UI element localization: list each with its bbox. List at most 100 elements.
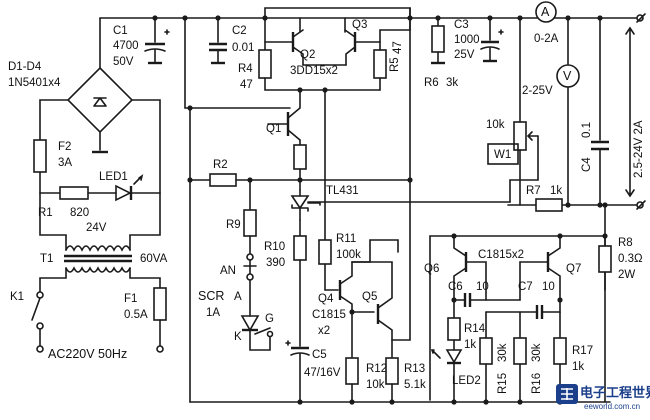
r10-label: R10 bbox=[264, 241, 285, 253]
r13-label: R13 bbox=[404, 363, 425, 375]
c5-label: C5 bbox=[312, 349, 327, 361]
button-an bbox=[243, 253, 257, 281]
led1-label: LED1 bbox=[99, 171, 128, 183]
positive-rail bbox=[99, 17, 639, 109]
f2-value: 3A bbox=[58, 157, 72, 169]
watermark bbox=[556, 384, 578, 404]
resistor-r5 bbox=[373, 41, 387, 91]
r7-label: R7 bbox=[526, 185, 541, 197]
voltmeter bbox=[556, 17, 580, 206]
q6-label: Q6 bbox=[424, 263, 439, 275]
f1-label: F1 bbox=[124, 293, 137, 305]
resistor-r1 bbox=[59, 186, 117, 200]
negative-rail bbox=[189, 107, 611, 403]
ammeter bbox=[535, 1, 557, 23]
secondary-left-wire bbox=[39, 192, 67, 251]
r8-wattage: 2W bbox=[618, 269, 635, 281]
capacitor-c7 bbox=[485, 299, 561, 319]
r6-label: R6 bbox=[424, 77, 439, 89]
r12-value: 10k bbox=[366, 379, 385, 391]
c2-value: 0.01 bbox=[232, 42, 254, 54]
capacitor-c1 bbox=[144, 17, 170, 65]
resistor-r9 bbox=[243, 179, 257, 255]
r6-value: 3k bbox=[446, 77, 458, 89]
r10-value: 390 bbox=[266, 257, 285, 269]
primary-right-wire bbox=[129, 267, 161, 289]
ammeter-symbol: A bbox=[541, 5, 550, 19]
resistor-r12 bbox=[345, 311, 359, 403]
r13-value: 5.1k bbox=[404, 379, 426, 391]
scr-gate-label: G bbox=[265, 313, 274, 325]
c1-label: C1 bbox=[113, 25, 128, 37]
output-negative-terminal bbox=[636, 200, 646, 210]
output-range: 2.5-24V 2A bbox=[633, 120, 645, 178]
r5-label: R5 bbox=[389, 57, 401, 72]
q7-label: Q7 bbox=[566, 263, 581, 275]
resistor-r2 bbox=[187, 173, 303, 187]
c4-value: 0.1 bbox=[581, 122, 593, 138]
mains-input: AC220V 50Hz bbox=[48, 347, 127, 361]
resistor-q1-emitter bbox=[293, 144, 307, 191]
c7-value: 10 bbox=[542, 281, 555, 293]
c3-value: 1000 bbox=[454, 34, 480, 46]
r2-label: R2 bbox=[213, 159, 228, 171]
junction-dots bbox=[152, 15, 608, 405]
c6-value: 10 bbox=[476, 281, 489, 293]
r16-label: R16 bbox=[531, 373, 543, 394]
q6-q7-part: C1815x2 bbox=[478, 249, 524, 261]
watermark-url: eeworld.com.cn bbox=[584, 402, 640, 411]
potentiometer-w1 bbox=[509, 17, 539, 206]
resistor-r6 bbox=[431, 17, 445, 65]
led-led2 bbox=[430, 349, 463, 403]
r11-label: R11 bbox=[336, 233, 356, 245]
transistor-q1 bbox=[267, 89, 301, 146]
scr-cathode-label: K bbox=[234, 331, 242, 343]
f2-label: F2 bbox=[58, 141, 71, 153]
resistor-r15 bbox=[479, 311, 493, 403]
q1-label: Q1 bbox=[266, 123, 281, 135]
thyristor-scr bbox=[240, 279, 274, 351]
r15-label: R15 bbox=[497, 373, 509, 394]
primary-left-wire bbox=[39, 267, 67, 293]
r12-label: R12 bbox=[366, 363, 387, 375]
tl431-label: TL431 bbox=[326, 185, 359, 197]
r14-value: 1k bbox=[464, 339, 476, 351]
resistor-r14 bbox=[447, 299, 461, 351]
output-positive-terminal bbox=[636, 13, 646, 23]
watermark-title: 电子工程世界 bbox=[580, 385, 650, 401]
switch-k1 bbox=[31, 291, 44, 353]
w1-label: W1 bbox=[494, 149, 511, 161]
q4-label: Q4 bbox=[318, 293, 334, 305]
r5-value: 47 bbox=[392, 41, 404, 54]
transistor-q7 bbox=[519, 235, 561, 301]
led-led1 bbox=[115, 174, 161, 202]
c5-value: 47/16V bbox=[304, 367, 341, 379]
r8-label: R8 bbox=[618, 237, 633, 249]
t1-label: T1 bbox=[40, 253, 53, 265]
c1-voltage: 50V bbox=[113, 56, 134, 68]
r17-value: 1k bbox=[572, 361, 584, 373]
ammeter-range: 0-2A bbox=[534, 33, 559, 45]
w1-value: 10k bbox=[486, 119, 505, 131]
scr-label: SCR bbox=[198, 289, 224, 303]
c4-label: C4 bbox=[581, 157, 593, 172]
resistor-r7 bbox=[535, 198, 563, 212]
w1-label-box bbox=[487, 143, 519, 165]
r9-label: R9 bbox=[226, 219, 241, 231]
r11-value: 100k bbox=[336, 249, 361, 261]
resistor-r16 bbox=[513, 311, 527, 403]
q2-label: Q2 bbox=[300, 49, 315, 61]
q3-label: Q3 bbox=[352, 19, 367, 31]
fuse-f1 bbox=[153, 287, 167, 353]
q4-multiplier: x2 bbox=[318, 325, 330, 337]
capacitor-c6 bbox=[453, 293, 521, 307]
transformer-t1 bbox=[64, 245, 132, 273]
q4-part: C1815 bbox=[312, 309, 346, 321]
capacitor-c3 bbox=[480, 17, 504, 63]
transistor-q3 bbox=[344, 17, 411, 66]
r4-label: R4 bbox=[238, 63, 253, 75]
diodes-label: D1-D4 bbox=[8, 61, 42, 73]
scr-anode-label: A bbox=[234, 291, 242, 303]
r1-value: 820 bbox=[70, 207, 89, 219]
